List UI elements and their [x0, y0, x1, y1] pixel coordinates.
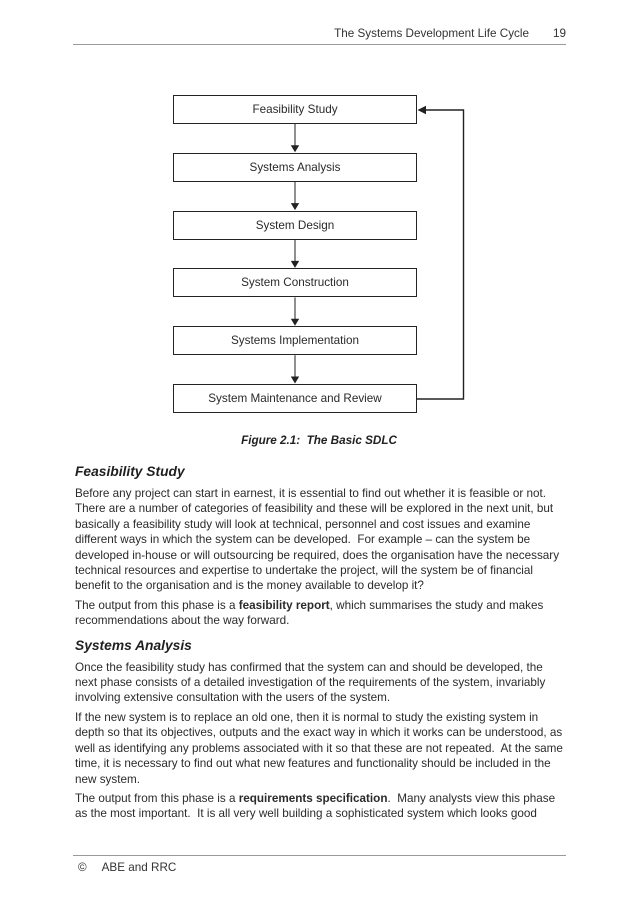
page-number: 19 — [552, 27, 566, 40]
text-run: . Many analysts view this phase as the m… — [75, 791, 556, 821]
paragraph: The output from this phase is a requirem… — [75, 791, 568, 822]
header-rule — [73, 44, 566, 45]
flow-box: Feasibility Study — [173, 95, 417, 124]
flow-box: System Maintenance and Review — [173, 384, 417, 413]
page-footer: © ABE and RRC — [78, 861, 176, 874]
section-heading: Systems Analysis — [75, 637, 192, 653]
paragraph: Once the feasibility study has confirmed… — [75, 660, 568, 706]
flow-box: System Design — [173, 210, 417, 240]
text-run: If the new system is to replace an old o… — [75, 710, 563, 786]
footer-rule — [73, 855, 566, 856]
bold-text: requirements specification — [238, 791, 388, 805]
flow-box: Systems Implementation — [173, 326, 417, 356]
paragraph: If the new system is to replace an old o… — [75, 710, 568, 787]
text-run: The output from this phase is a — [75, 791, 239, 805]
flow-box: Systems Analysis — [173, 152, 417, 182]
header-title: The Systems Development Life Cycle — [334, 27, 529, 40]
copyright-symbol: © — [78, 861, 87, 874]
paragraph: The output from this phase is a feasibil… — [75, 598, 568, 629]
bold-text: feasibility report — [238, 598, 330, 612]
flow-arrowhead — [290, 376, 300, 384]
flow-box: System Construction — [173, 268, 417, 298]
page-header: The Systems Development Life Cycle 19 — [73, 27, 566, 40]
feedback-arrowhead — [417, 105, 426, 115]
text-run: , which summarises the study and makes r… — [75, 598, 544, 628]
flow-arrowhead — [290, 203, 300, 211]
footer-text: ABE and RRC — [101, 861, 177, 874]
flow-arrowhead — [290, 318, 300, 326]
text-run: The output from this phase is a — [75, 598, 239, 612]
section-heading: Feasibility Study — [75, 464, 185, 479]
flow-arrowhead — [290, 260, 300, 268]
figure-caption: Figure 2.1: The Basic SDLC — [241, 434, 397, 447]
feedback-line — [417, 109, 465, 400]
flow-arrowhead — [290, 145, 300, 153]
text-run: Once the feasibility study has confirmed… — [75, 660, 546, 705]
text-run: Before any project can start in earnest,… — [75, 487, 560, 593]
paragraph: Before any project can start in earnest,… — [75, 486, 568, 594]
